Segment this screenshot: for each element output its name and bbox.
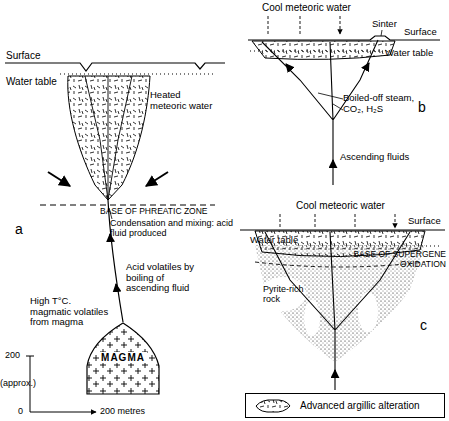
water-label: Cool meteoric water: [296, 200, 385, 211]
leader-line: [381, 30, 382, 36]
surface-label: Surface: [404, 27, 437, 38]
pyrite-pocket: [260, 277, 306, 311]
scale-bar: [30, 412, 96, 413]
node-text-row: MAGMA: [85, 352, 161, 363]
node-text: MAGMA: [99, 352, 147, 363]
meteoric-arrow: [268, 16, 340, 34]
magma-body: MAGMA: [85, 322, 161, 394]
water-table-label: Water table: [250, 235, 298, 246]
vein-lines: [85, 76, 132, 200]
node-shape: [87, 323, 159, 394]
scale-value: 0: [18, 406, 23, 416]
water-table-label: Water table: [6, 76, 57, 87]
pyrite-pocket: [304, 300, 320, 336]
flow-arrow: [332, 160, 334, 168]
legend-text: Advanced argillic alteration: [300, 400, 420, 411]
inflow-arrow: [146, 172, 168, 186]
flow-arrow: [365, 63, 369, 70]
process-note: High T°C. magmatic volatiles from magma: [30, 296, 111, 328]
water-table-label: Water table: [385, 48, 433, 59]
ground-surface: [240, 229, 445, 230]
water-table-line: [60, 73, 215, 74]
pyrite-pocket: [358, 292, 378, 332]
legend-swatch: [254, 398, 292, 414]
legend-box: Advanced argillic alteration: [245, 393, 445, 418]
ground-surface: [5, 63, 225, 71]
scale-value: 200 metres: [100, 406, 145, 416]
scale-note: (approx.): [0, 378, 36, 388]
panel-letter: b: [418, 100, 426, 116]
surface-label: Surface: [6, 50, 40, 61]
panel-letter: a: [15, 222, 23, 238]
process-note: Acid volatiles by boiling of ascending f…: [126, 262, 208, 294]
leader-line: [318, 93, 343, 110]
flow-arrow: [334, 370, 336, 378]
process-note: Ascending fluids: [340, 152, 409, 163]
surface-label: Surface: [408, 216, 441, 227]
inflow-arrow: [48, 172, 70, 186]
boundary-label: BASE OF SUPERGENE OXIDATION: [338, 250, 446, 269]
panel-letter: c: [420, 318, 427, 334]
water-label: Cool meteoric water: [262, 2, 351, 13]
rock-label: Pyrite-rich rock: [263, 284, 305, 304]
flow-arrow: [116, 284, 117, 292]
phreatic-base-line: [40, 205, 215, 206]
sinter-label: Sinter: [372, 19, 397, 30]
water-table-line: [302, 245, 440, 246]
zone-label: Heated meteoric water: [150, 90, 216, 111]
legend-sample: [256, 399, 290, 411]
flow-arrow: [286, 64, 291, 70]
process-note: Condensation and mixing: acid fluid prod…: [110, 218, 235, 238]
scale-value: 200: [5, 350, 20, 360]
boundary-label: BASE OF PHREATIC ZONE: [100, 207, 208, 217]
meteoric-arrow: [280, 214, 395, 228]
alteration-zone: [68, 76, 150, 200]
